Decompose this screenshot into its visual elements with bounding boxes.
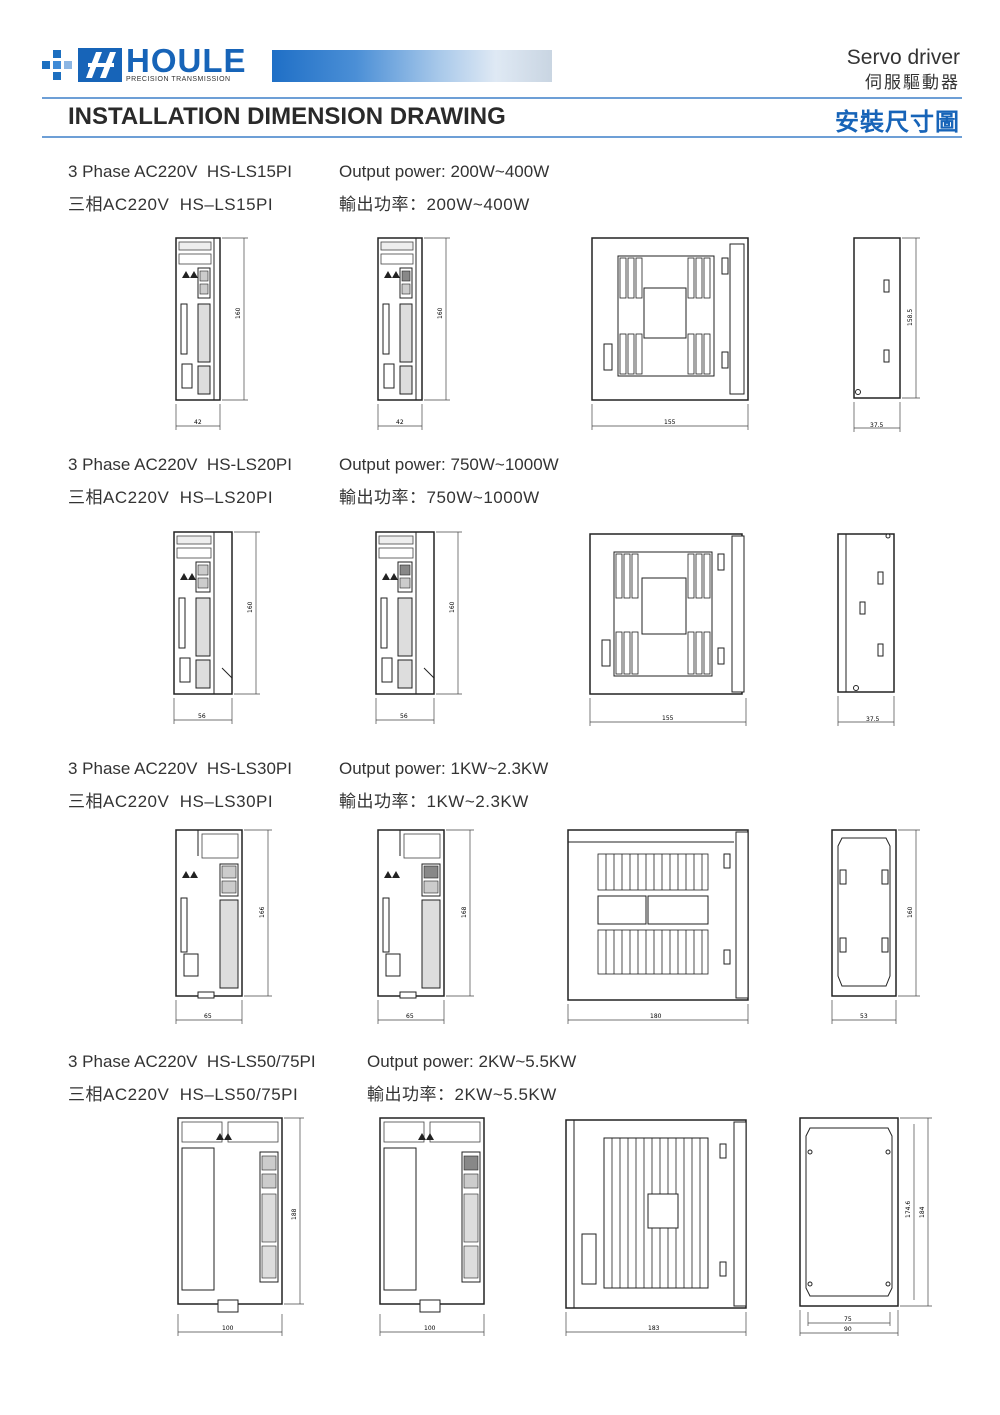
- front-view-drawing: 168 65: [377, 829, 474, 1024]
- width-dim: 155: [662, 715, 674, 722]
- side-view-drawing: 155: [591, 237, 749, 430]
- height-dim-outer: 184: [919, 1206, 926, 1218]
- width-dim: 56: [400, 713, 408, 720]
- header-rule-bottom: [42, 136, 962, 138]
- page-title-zh: 安裝尺寸圖: [835, 109, 960, 136]
- power-label-en: Output power: 200W~400W: [339, 162, 550, 181]
- brand-logo: HOULE PRECISION TRANSMISSION: [42, 42, 552, 88]
- height-dim: 188: [291, 1208, 298, 1220]
- logo-mark-icon: [78, 48, 122, 82]
- width-dim: 56: [198, 713, 206, 720]
- back-view-drawing: 174.6 184 75 90: [799, 1117, 932, 1336]
- width-dim: 37.5: [870, 422, 884, 429]
- height-dim: 160: [235, 307, 242, 319]
- width-dim: 42: [194, 419, 202, 426]
- back-view-drawing: 158.5 37.5: [853, 237, 920, 432]
- logo-squares-icon: [42, 50, 72, 80]
- model-label-en: 3 Phase AC220V HS-LS15PI: [68, 162, 292, 181]
- power-label-zh: 輸出功率：2KW~5.5KW: [367, 1085, 557, 1104]
- power-label-en: Output power: 750W~1000W: [339, 455, 559, 474]
- front-view-drawing: 160 42: [377, 237, 450, 430]
- width-dim: 100: [222, 1325, 234, 1332]
- model-label-zh: 三相AC220V HS–LS50/75PI: [68, 1085, 299, 1104]
- width-dim: 75: [844, 1316, 852, 1323]
- height-dim: 160: [449, 601, 456, 613]
- height-dim: 160: [907, 906, 914, 918]
- product-name-zh: 伺服驅動器: [865, 73, 960, 92]
- width-dim: 65: [204, 1013, 212, 1020]
- logo-banner: [272, 50, 552, 82]
- brand-subtitle: PRECISION TRANSMISSION: [126, 76, 231, 83]
- height-dim: 160: [437, 307, 444, 319]
- front-view-drawing: 160 56: [173, 531, 260, 724]
- height-dim: 158.5: [907, 309, 914, 326]
- width-dim: 42: [396, 419, 404, 426]
- model-label-zh: 三相AC220V HS–LS20PI: [68, 488, 274, 507]
- power-label-en: Output power: 1KW~2.3KW: [339, 759, 549, 778]
- power-label-zh: 輸出功率：750W~1000W: [339, 488, 540, 507]
- model-label-en: 3 Phase AC220V HS-LS50/75PI: [68, 1052, 316, 1071]
- back-view-drawing: 37.5: [837, 533, 895, 726]
- height-dim: 168: [461, 906, 468, 918]
- width-dim: 180: [650, 1013, 662, 1020]
- header-rule-top: [42, 97, 962, 99]
- width-dim: 100: [424, 1325, 436, 1332]
- width-dim: 53: [860, 1013, 868, 1020]
- model-label-en: 3 Phase AC220V HS-LS20PI: [68, 455, 292, 474]
- height-dim: 160: [247, 601, 254, 613]
- width-dim: 65: [406, 1013, 414, 1020]
- model-label-zh: 三相AC220V HS–LS30PI: [68, 792, 274, 811]
- product-name-en: Servo driver: [846, 46, 960, 69]
- width-dim-outer: 90: [844, 1326, 852, 1333]
- model-label-en: 3 Phase AC220V HS-LS30PI: [68, 759, 292, 778]
- side-view-drawing: 183: [565, 1119, 747, 1336]
- height-dim: 174.6: [905, 1201, 912, 1218]
- front-view-drawing: 166 65: [175, 829, 272, 1024]
- page-title-en: INSTALLATION DIMENSION DRAWING: [68, 103, 506, 130]
- side-view-drawing: 180: [567, 829, 749, 1024]
- width-dim: 37.5: [866, 716, 880, 723]
- power-label-en: Output power: 2KW~5.5KW: [367, 1052, 577, 1071]
- brand-name: HOULE: [126, 42, 247, 79]
- front-view-drawing: 160 56: [375, 531, 462, 724]
- power-label-zh: 輸出功率：200W~400W: [339, 195, 530, 214]
- height-dim: 166: [259, 906, 266, 918]
- power-label-zh: 輸出功率：1KW~2.3KW: [339, 792, 529, 811]
- front-view-drawing: 100: [379, 1117, 485, 1336]
- model-label-zh: 三相AC220V HS–LS15PI: [68, 195, 274, 214]
- back-view-drawing: 160 53: [831, 829, 920, 1024]
- front-view-drawing: 188 100: [177, 1117, 304, 1336]
- width-dim: 183: [648, 1325, 660, 1332]
- front-view-drawing: 160 42: [175, 237, 248, 430]
- width-dim: 155: [664, 419, 676, 426]
- side-view-drawing: 155: [589, 533, 747, 726]
